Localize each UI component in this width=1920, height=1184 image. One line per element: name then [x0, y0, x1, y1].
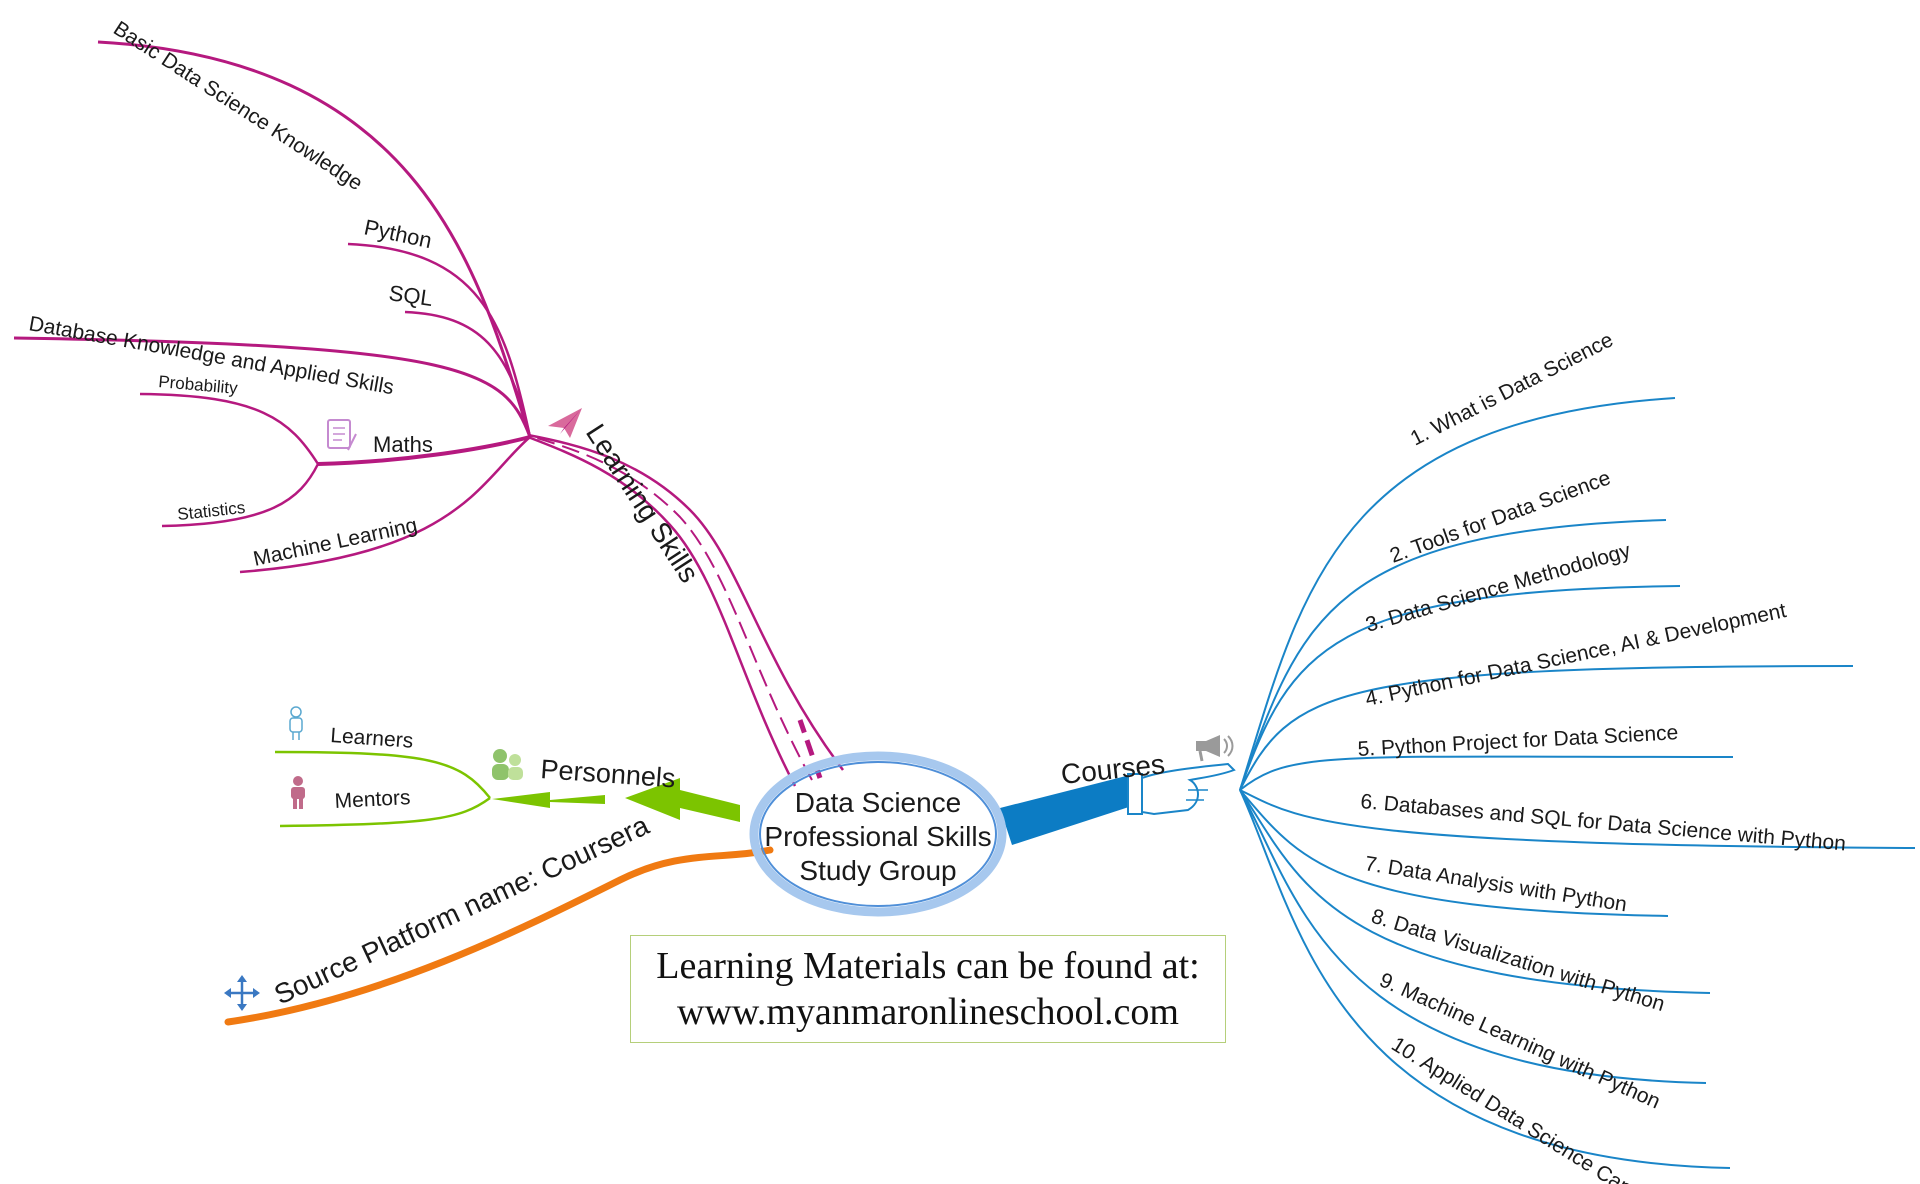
pointing-hand-icon: [1127, 762, 1236, 816]
learning-skills-branch: Learning Skills Basic Data Science Knowl…: [13, 17, 844, 787]
people-icon: [492, 749, 523, 780]
central-line-1: Data Science: [795, 787, 962, 818]
person-outline-icon: [289, 706, 303, 740]
mentors-label: Mentors: [334, 786, 411, 813]
note-website-link[interactable]: www.myanmaronlineschool.com: [677, 991, 1179, 1033]
megaphone-icon: [1196, 735, 1234, 762]
personnels-label: Personnels: [540, 754, 677, 793]
course-1-label: 1. What is Data Science: [1407, 328, 1617, 450]
skill-maths-label: Maths: [373, 432, 433, 457]
person-icon: [291, 776, 305, 809]
source-platform-label: Source Platform name: Coursera: [269, 809, 653, 1010]
paper-plane-icon: [548, 408, 582, 438]
skill-sql-label: SQL: [387, 280, 434, 311]
courses-branch: Courses 1. What is Data Science 2. Tools…: [1000, 328, 1916, 1184]
central-topic: Data Science Professional Skills Study G…: [749, 751, 1007, 917]
course-6-label: 6. Databases and SQL for Data Science wi…: [1360, 790, 1847, 855]
central-line-2: Professional Skills: [764, 821, 991, 852]
notebook-icon: [327, 419, 357, 451]
move-arrows-icon: [224, 975, 260, 1011]
central-line-3: Study Group: [799, 855, 956, 886]
learning-materials-note: Learning Materials can be found at: www.…: [630, 935, 1226, 1043]
note-line-1: Learning Materials can be found at:: [656, 945, 1200, 987]
learners-label: Learners: [330, 724, 414, 753]
skill-python-label: Python: [362, 214, 434, 253]
course-5-label: 5. Python Project for Data Science: [1357, 721, 1679, 761]
learning-skills-label: Learning Skills: [580, 418, 705, 588]
personnels-branch: Personnels Learners Mentors: [274, 706, 740, 828]
